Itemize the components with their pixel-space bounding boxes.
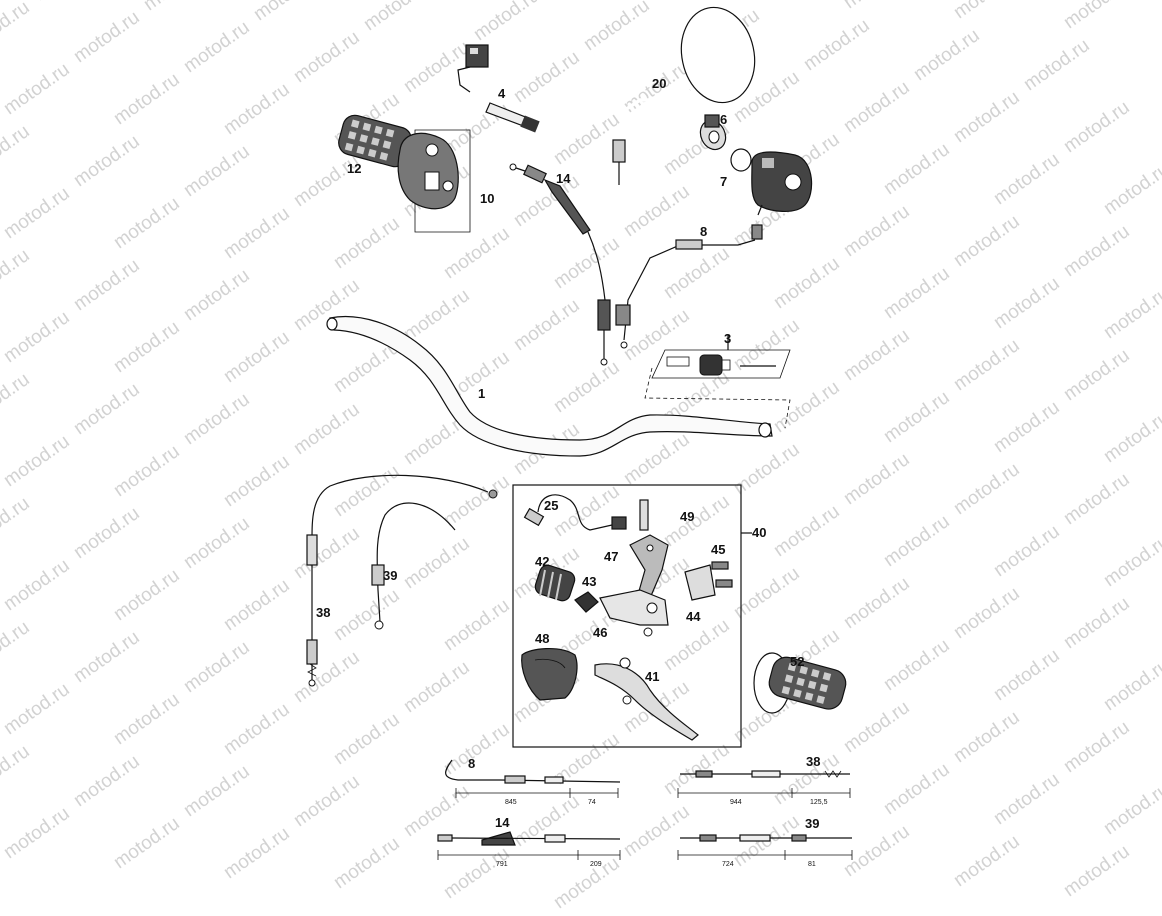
dim-label-38: 38 — [806, 754, 820, 769]
callout-47: 47 — [604, 549, 618, 564]
dim-value-81: 81 — [808, 861, 816, 868]
switch-assembly — [699, 114, 813, 216]
callout-42: 42 — [535, 554, 549, 569]
cable-38 — [306, 474, 498, 687]
kill-switch — [457, 44, 540, 133]
dim-value-944: 944 — [730, 799, 742, 806]
callout-49: 49 — [680, 509, 694, 524]
dim-value-791: 791 — [496, 861, 508, 868]
callout-52: 52 — [790, 654, 804, 669]
cable-39 — [371, 502, 456, 630]
callout-10: 10 — [480, 191, 494, 206]
callout-41: 41 — [645, 669, 659, 684]
callout-12: 12 — [347, 161, 361, 176]
lever-assembly — [512, 484, 752, 748]
callout-20: 20 — [652, 76, 666, 91]
mirror — [612, 6, 756, 185]
callout-25: 25 — [544, 498, 558, 513]
dim-value-209: 209 — [590, 861, 602, 868]
callout-48: 48 — [535, 631, 549, 646]
cable-8-top — [615, 224, 763, 349]
dim-cable-39 — [677, 834, 853, 860]
dim-label-39: 39 — [805, 816, 819, 831]
handlebar — [326, 315, 773, 457]
callout-6: 6 — [720, 112, 727, 127]
callout-43: 43 — [582, 574, 596, 589]
dim-label-8: 8 — [468, 756, 475, 771]
dim-value-125-5: 125,5 — [810, 799, 828, 806]
throttle-cable — [509, 163, 611, 366]
callout-45: 45 — [711, 542, 725, 557]
dim-cable-14 — [437, 831, 621, 860]
callout-1: 1 — [478, 386, 485, 401]
callout-8: 8 — [700, 224, 707, 239]
callout-39: 39 — [383, 568, 397, 583]
callout-4: 4 — [498, 86, 506, 101]
dim-cable-8 — [445, 759, 621, 798]
right-grip — [753, 652, 847, 714]
dim-value-74: 74 — [588, 799, 596, 806]
callout-14: 14 — [556, 171, 571, 186]
callout-44: 44 — [686, 609, 701, 624]
callout-38: 38 — [316, 605, 330, 620]
dim-value-845: 845 — [505, 799, 517, 806]
callout-46: 46 — [593, 625, 607, 640]
left-grip-throttle — [338, 114, 471, 233]
callout-7: 7 — [720, 174, 727, 189]
callout-labels: 1 3 4 6 7 8 10 12 14 20 25 38 39 40 41 4… — [316, 76, 828, 868]
dim-value-724: 724 — [722, 861, 734, 868]
callout-3: 3 — [724, 331, 731, 346]
parts-diagram: 1 3 4 6 7 8 10 12 14 20 25 38 39 40 41 4… — [306, 6, 853, 868]
dim-label-14: 14 — [495, 815, 510, 830]
callout-40: 40 — [752, 525, 766, 540]
bar-end-kit — [644, 335, 791, 429]
dim-cable-38 — [677, 770, 851, 798]
